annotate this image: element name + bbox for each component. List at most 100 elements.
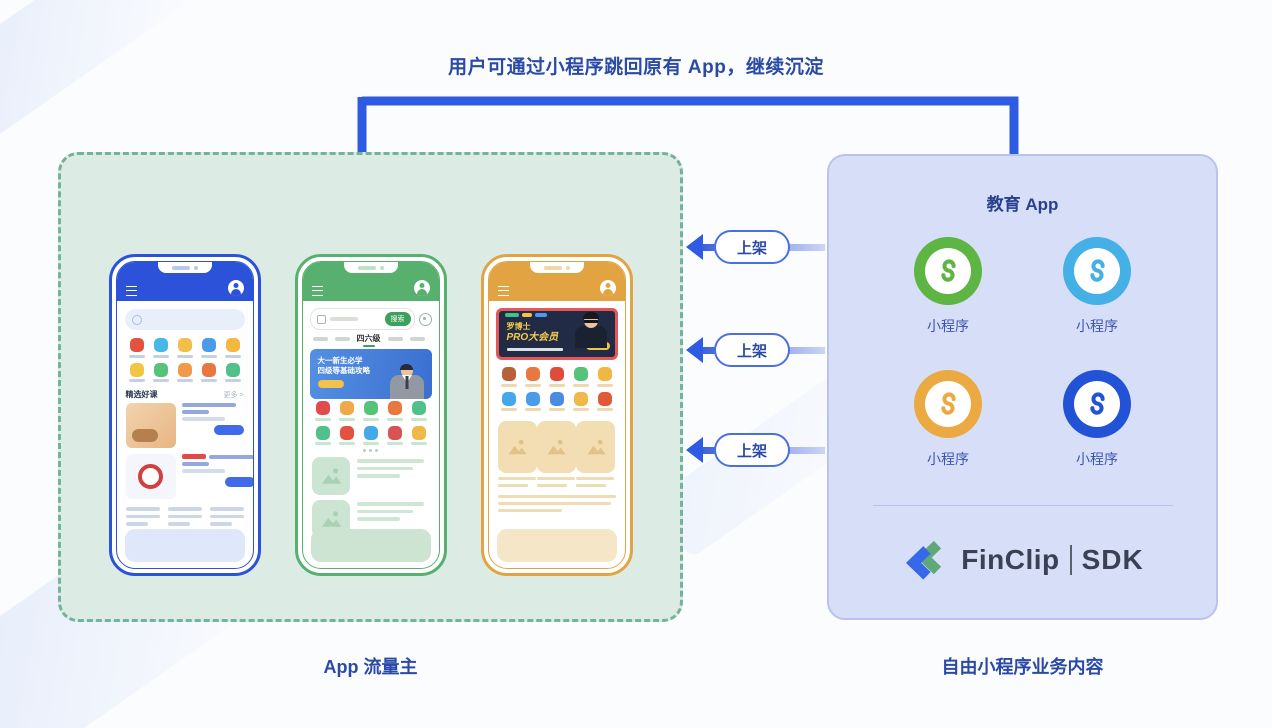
app-icon [197,362,221,382]
school-logo-icon [138,464,163,489]
phone-mockup-blue: 精选好课 更多 > [108,254,261,576]
app-icon [311,425,335,445]
publish-arrow: 上架 [686,433,825,467]
app-icon [311,401,335,421]
bottom-bar [496,529,617,562]
app-icon [407,401,431,421]
finclip-wordmark: FinClip [961,544,1060,575]
hamburger-menu-icon [125,286,137,296]
course-card-row [497,421,616,487]
image-placeholder-icon [497,421,537,473]
skeleton-text [356,517,401,521]
skeleton-text [356,474,401,478]
app-icon [593,391,617,411]
publish-label: 上架 [714,433,790,467]
teacher-illustration [387,363,427,399]
course-list-item [311,457,430,495]
course-thumbnail [125,403,176,448]
category-tabs: 四六级 [312,334,429,344]
promo-tag [181,454,206,459]
app-icon [545,391,569,411]
section-title: 精选好课 [125,390,158,399]
miniprogram-badge [1063,370,1131,438]
hamburger-menu-icon [497,286,509,296]
app-icon [221,362,245,382]
app-icon-grid [303,399,439,445]
miniapp-item: 小程序 [874,370,1023,469]
app-icon [569,367,593,387]
miniapp-label: 小程序 [927,451,969,467]
app-icon [569,391,593,411]
skeleton-text [181,403,237,407]
miniprogram-badge [1063,237,1131,305]
skeleton-text [181,410,210,414]
banner-line1: 大一新生必学 [317,356,363,365]
search-bar [124,309,245,330]
avatar-icon [599,280,616,296]
publish-arrow: 上架 [686,333,825,367]
scan-icon [316,314,326,324]
arrow-head-icon [686,337,703,363]
miniapp-item: 小程序 [1023,370,1172,469]
app-icon [497,367,521,387]
divider [1069,545,1072,575]
miniapp-label: 小程序 [1076,318,1118,334]
miniapp-item: 小程序 [874,237,1023,336]
arrow-shaft [362,96,1019,158]
app-icon [545,367,569,387]
course-card [125,454,253,499]
course-card [536,421,577,487]
promo-banner: 罗博士 PRO大会员 [495,308,618,360]
app-icon [335,425,359,445]
app-icon [221,338,245,358]
course-card [497,421,537,487]
app-icon [359,425,383,445]
phone-screen: 精选好课 更多 > [115,261,254,569]
app-icon [125,362,149,382]
phone-mockup-green: 搜索 四六级 大一新生必学 四级等基础攻略 [294,254,447,576]
hamburger-menu-icon [311,286,323,296]
course-thumbnail [125,454,176,499]
skeleton-text [181,417,225,421]
active-tab: 四六级 [356,334,381,343]
publish-label: 上架 [714,230,790,264]
search-placeholder [329,317,358,321]
finclip-logo-icon [906,540,942,580]
search-button: 搜索 [384,312,411,326]
phone-screen: 罗博士 PRO大会员 [487,261,626,569]
avatar-icon [227,280,244,296]
app-icon [593,367,617,387]
image-placeholder-icon [576,421,616,473]
detail-button [224,477,253,487]
app-icon [359,401,383,421]
diagram-title: 用户可通过小程序跳回原有 App，继续沉淀 [448,57,824,78]
app-icon [125,338,149,358]
banner-line2: 四级等基础攻略 [317,366,371,375]
miniprogram-logo-icon [1074,381,1120,427]
skeleton-text [356,466,414,470]
app-icon [383,425,407,445]
skeleton-text [356,509,414,513]
app-icon [383,401,407,421]
skeleton-text [356,502,424,506]
more-dots-icon [369,449,372,452]
search-row: 搜索 [309,308,432,330]
bottom-bar [124,529,245,562]
camera-notch-icon [157,262,212,273]
app-icon [497,391,521,411]
course-card [576,421,616,487]
app-header [488,262,625,301]
app-icon [521,367,545,387]
app-icon [149,338,173,358]
sdk-brand-row: FinClip SDK [829,538,1216,582]
search-icon [131,314,142,325]
teacher-illustration [572,312,610,348]
miniapp-item: 小程序 [1023,237,1172,336]
promo-banner: 大一新生必学 四级等基础攻略 [309,349,432,399]
app-icon [173,362,197,382]
arrow-head-icon [686,437,703,463]
banner-line2: PRO大会员 [506,332,559,343]
skeleton-text [506,348,563,351]
traffic-host-panel: 精选好课 更多 > [58,152,683,622]
